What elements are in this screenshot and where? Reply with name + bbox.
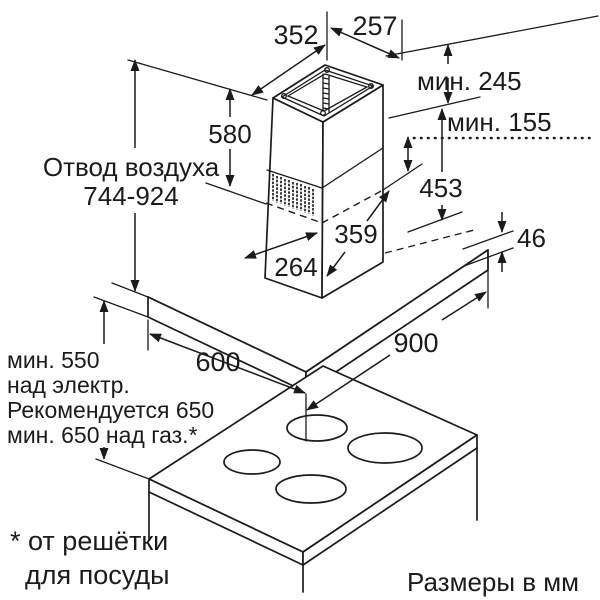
canopy-level-line: [407, 211, 463, 233]
dim-359-label: 359: [334, 219, 377, 249]
air-outlet-label: Отвод воздуха: [43, 152, 220, 182]
burner: [286, 414, 348, 442]
hob-clearance-note: мин. 550 над электр. Рекомендуется 650 м…: [7, 347, 214, 448]
units-note: Размеры в мм: [407, 567, 579, 597]
dim-900-label: 900: [393, 328, 438, 358]
burner: [275, 474, 347, 504]
duct-top-level-line: [388, 96, 481, 119]
air-outlet-range: 744-924: [83, 181, 178, 211]
hob-clearance-line3: Рекомендуется 650: [7, 397, 214, 423]
burner: [223, 449, 281, 475]
screw-hole: [368, 83, 374, 89]
dim-580-label: 580: [208, 119, 251, 149]
duct-hidden-rim: [205, 163, 423, 224]
hob-clearance-line4: мин. 650 над газ.*: [7, 422, 198, 448]
footnote-line1: * от решётки: [10, 526, 168, 556]
screw-hole: [320, 110, 326, 116]
dim-257-label: 257: [352, 11, 397, 41]
dim-352-arrow: [251, 44, 326, 96]
canopy-hidden-edge: [384, 228, 479, 254]
footnote: * от решётки для посуды: [10, 526, 170, 590]
min-155-label: мин. 155: [447, 107, 552, 137]
min-245-label: мин. 245: [417, 66, 522, 96]
dim-257-arrow: [330, 27, 400, 59]
hob-clearance-line2: над электр.: [7, 372, 130, 398]
dim-359-arrow: [326, 251, 346, 277]
dim-600-label: 600: [195, 347, 240, 377]
ceiling-line: [385, 15, 599, 57]
duct-section-joint: [266, 147, 384, 189]
exhaust-grille: [272, 174, 314, 216]
dim-264-arrow: [244, 232, 318, 259]
duct-top-extension-left: [127, 59, 268, 101]
cooktop: [148, 365, 478, 593]
dim-46-label: 46: [517, 223, 546, 253]
dim-600-arrow: [149, 333, 306, 394]
hob-clearance-line1: мин. 550: [7, 347, 100, 373]
dimension-arrows: [99, 27, 507, 460]
dim-264-label: 264: [274, 252, 317, 282]
dim-352-label: 352: [273, 20, 318, 50]
footnote-line2: для посуды: [25, 560, 170, 590]
dim-900-arrow: [306, 354, 391, 411]
dim-453-label: 453: [419, 173, 462, 203]
dimension-labels: 352 257 мин. 245 мин. 155 580 Отвод возд…: [43, 11, 552, 377]
burner: [347, 432, 423, 464]
